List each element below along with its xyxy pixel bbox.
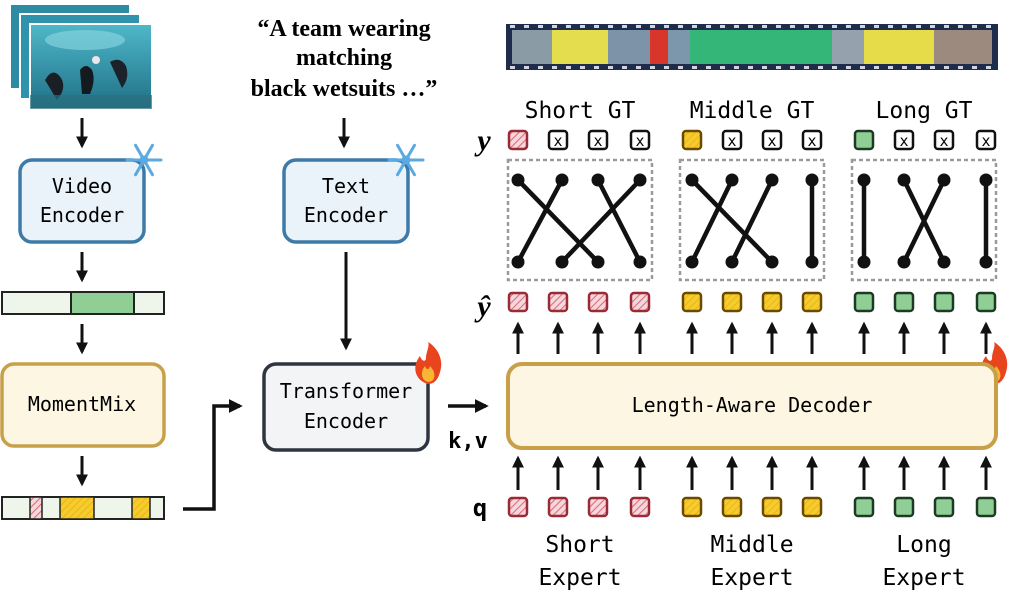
short-prediction-token bbox=[507, 291, 529, 313]
video-encoder-label-2: Encoder bbox=[40, 203, 124, 227]
short-prediction-token bbox=[587, 291, 609, 313]
long-gt-token bbox=[853, 129, 875, 151]
empty-token-mark: x bbox=[939, 132, 948, 150]
empty-token-mark: x bbox=[727, 132, 736, 150]
short-query-token bbox=[507, 496, 529, 518]
transformer-encoder-label-2: Encoder bbox=[304, 409, 388, 433]
middle-query-token bbox=[721, 496, 743, 518]
empty-token-mark: x bbox=[807, 132, 816, 150]
arrow-mixed-features-to-transformer bbox=[183, 399, 243, 511]
empty-gt-token bbox=[587, 129, 609, 151]
middle-query-token bbox=[801, 496, 823, 518]
long-query-token bbox=[853, 496, 875, 518]
mixed-feature-bar bbox=[1, 496, 165, 520]
video-feature-bar bbox=[1, 291, 165, 315]
empty-gt-token bbox=[801, 129, 823, 151]
long-expert-label-2: Expert bbox=[882, 565, 965, 591]
short-query-token bbox=[587, 496, 609, 518]
snowflake-icon bbox=[387, 143, 425, 177]
empty-gt-token bbox=[975, 129, 997, 151]
short-gt-label: Short GT bbox=[525, 98, 636, 124]
momentmix-label: MomentMix bbox=[28, 392, 136, 416]
middle-expert-label-2: Expert bbox=[710, 565, 793, 591]
middle-prediction-token bbox=[681, 291, 703, 313]
empty-token-mark: x bbox=[981, 132, 990, 150]
query-text-line-1: “A team wearing bbox=[257, 16, 430, 42]
short-expert-label-2: Expert bbox=[538, 565, 621, 591]
empty-gt-token bbox=[547, 129, 569, 151]
short-expert-label-1: Short bbox=[545, 532, 614, 558]
video-frames-image bbox=[9, 3, 153, 110]
empty-token-mark: x bbox=[553, 132, 562, 150]
transformer-encoder-box bbox=[262, 362, 430, 452]
text-encoder-label-1: Text bbox=[322, 174, 370, 198]
film-strip-image bbox=[506, 24, 998, 70]
long-expert-label-1: Long bbox=[896, 532, 951, 558]
transformer-encoder-label-1: Transformer bbox=[280, 379, 412, 403]
empty-gt-token bbox=[721, 129, 743, 151]
query-text-line-3: black wetsuits …” bbox=[251, 76, 438, 102]
short-prediction-token bbox=[547, 291, 569, 313]
momentmix-box bbox=[0, 362, 166, 448]
middle-matching-group bbox=[678, 158, 826, 282]
video-encoder-label-1: Video bbox=[52, 174, 112, 198]
long-prediction-token bbox=[975, 291, 997, 313]
long-query-token bbox=[933, 496, 955, 518]
middle-gt-token bbox=[681, 129, 703, 151]
empty-token-mark: x bbox=[899, 132, 908, 150]
text-encoder-box bbox=[282, 158, 410, 244]
middle-prediction-token bbox=[761, 291, 783, 313]
middle-prediction-token bbox=[801, 291, 823, 313]
fire-icon bbox=[415, 342, 442, 384]
middle-query-token bbox=[681, 496, 703, 518]
middle-gt-label: Middle GT bbox=[690, 98, 815, 124]
long-prediction-token bbox=[853, 291, 875, 313]
empty-gt-token bbox=[761, 129, 783, 151]
empty-gt-token bbox=[893, 129, 915, 151]
long-query-token bbox=[893, 496, 915, 518]
long-gt-label: Long GT bbox=[876, 98, 973, 124]
kv-label: k,v bbox=[448, 429, 488, 454]
empty-token-mark: x bbox=[635, 132, 644, 150]
empty-gt-token bbox=[933, 129, 955, 151]
q-row-label: q bbox=[473, 494, 487, 522]
query-text-line-2: matching bbox=[296, 45, 392, 71]
video-encoder-box bbox=[18, 158, 146, 244]
short-query-token bbox=[547, 496, 569, 518]
short-gt-token bbox=[507, 129, 529, 151]
empty-gt-token bbox=[629, 129, 651, 151]
yhat-row-label: ŷ bbox=[474, 290, 491, 323]
text-encoder-label-2: Encoder bbox=[304, 203, 388, 227]
short-matching-group bbox=[506, 158, 654, 282]
long-prediction-token bbox=[933, 291, 955, 313]
short-prediction-token bbox=[629, 291, 651, 313]
y-row-label: y bbox=[474, 124, 491, 157]
middle-query-token bbox=[761, 496, 783, 518]
snowflake-icon bbox=[125, 143, 163, 177]
long-query-token bbox=[975, 496, 997, 518]
middle-prediction-token bbox=[721, 291, 743, 313]
long-prediction-token bbox=[893, 291, 915, 313]
long-matching-group bbox=[850, 158, 998, 282]
short-query-token bbox=[629, 496, 651, 518]
length-aware-decoder-box bbox=[506, 362, 998, 450]
decoder-label: Length-Aware Decoder bbox=[632, 393, 873, 417]
middle-expert-label-1: Middle bbox=[710, 532, 793, 558]
empty-token-mark: x bbox=[593, 132, 602, 150]
empty-token-mark: x bbox=[767, 132, 776, 150]
